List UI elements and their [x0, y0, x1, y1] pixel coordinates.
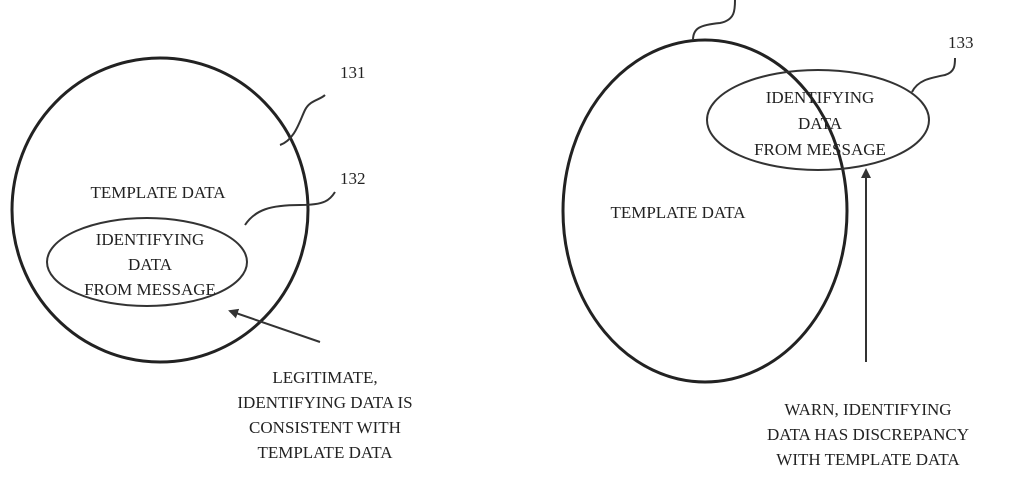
ref-132: 132 — [340, 169, 366, 188]
leader-133 — [911, 57, 956, 93]
ref-133: 133 — [948, 33, 974, 52]
identifying-label-3: FROM MESSAGE — [84, 280, 216, 299]
leader-132 — [244, 191, 336, 226]
caption-line-2: IDENTIFYING DATA IS — [237, 393, 412, 412]
identifying-data-ellipse — [46, 217, 248, 307]
template-data-label: TEMPLATE DATA — [90, 183, 226, 202]
caption-line-4: TEMPLATE DATA — [257, 443, 393, 462]
leader-top — [692, 0, 736, 41]
identifying-label-1: IDENTIFYING — [96, 230, 205, 249]
right-figure: TEMPLATE DATA IDENTIFYING DATA FROM MESS… — [561, 0, 974, 469]
caption-line-3: CONSISTENT WITH — [249, 418, 401, 437]
caption-line-2: DATA HAS DISCREPANCY — [767, 425, 969, 444]
leader-131 — [279, 94, 326, 146]
identifying-label-3: FROM MESSAGE — [754, 140, 886, 159]
template-data-label: TEMPLATE DATA — [610, 203, 746, 222]
identifying-label-1: IDENTIFYING — [766, 88, 875, 107]
identifying-data-ellipse — [706, 69, 930, 171]
caption-line-1: LEGITIMATE, — [272, 368, 377, 387]
caption-line-1: WARN, IDENTIFYING — [784, 400, 951, 419]
legitimate-arrow — [228, 308, 321, 343]
template-data-ellipse — [10, 56, 310, 364]
identifying-label-2: DATA — [798, 114, 843, 133]
identifying-label-2: DATA — [128, 255, 173, 274]
ref-131: 131 — [340, 63, 366, 82]
template-data-ellipse — [561, 38, 849, 384]
caption-line-3: WITH TEMPLATE DATA — [776, 450, 960, 469]
left-figure: TEMPLATE DATA IDENTIFYING DATA FROM MESS… — [10, 56, 413, 462]
